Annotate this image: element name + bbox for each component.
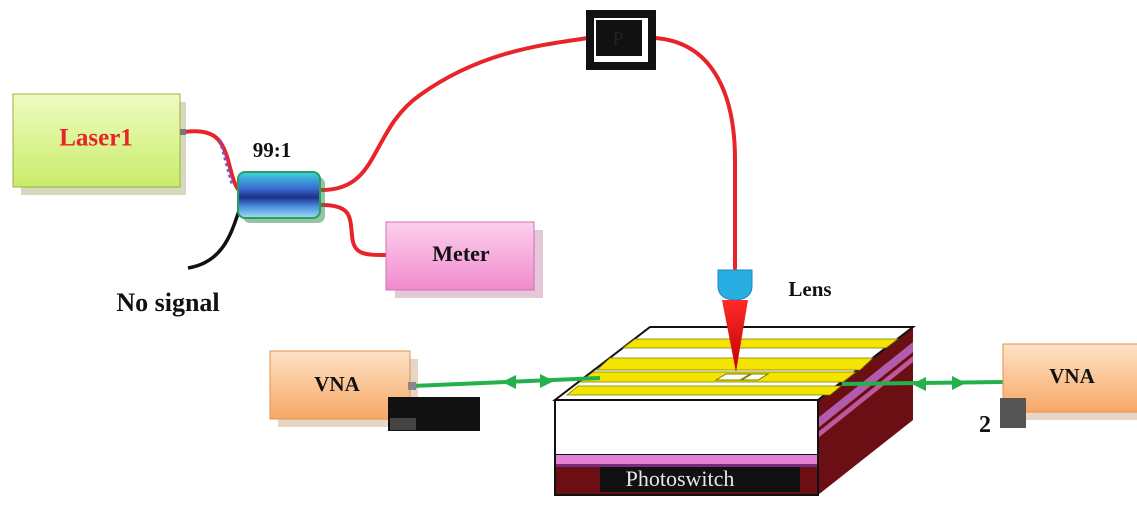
polarizer-box: P — [586, 10, 656, 70]
fiber-coupler-to-meter — [320, 203, 388, 257]
polarizer-label: P — [612, 28, 623, 50]
photoswitch-block: Photoswitch — [552, 326, 916, 496]
port2-marker-block — [1000, 398, 1026, 428]
vna-left-label: VNA — [314, 372, 360, 396]
laser-box: Laser1 — [12, 93, 186, 195]
photoswitch-label: Photoswitch — [626, 466, 735, 491]
meter-label: Meter — [432, 241, 490, 266]
port2-label: 2 — [979, 412, 991, 438]
vna-right-box: VNA — [1002, 343, 1137, 420]
laser-label: Laser1 — [59, 125, 133, 152]
no-signal-label: No signal — [116, 288, 219, 317]
port1-marker-block — [390, 418, 416, 430]
lens-label: Lens — [788, 277, 831, 301]
fiber-coupler — [237, 171, 325, 223]
fiber-no-signal — [187, 207, 242, 270]
lens — [717, 269, 753, 301]
fiber-coupler-to-polarizer — [320, 36, 590, 192]
fiber-laser-to-coupler — [182, 129, 242, 194]
vna-right-label: VNA — [1049, 364, 1095, 388]
port1-label: 1 — [421, 406, 435, 437]
patch-cable-stripe — [218, 139, 234, 185]
rf-arrows — [502, 374, 966, 391]
split-ratio-label: 99:1 — [253, 138, 292, 162]
fiber-polarizer-to-lens — [653, 36, 737, 270]
fiber-lines — [182, 36, 737, 270]
vna-left-box: VNA — [269, 350, 418, 427]
meter-box: Meter — [385, 221, 543, 298]
laser-beam — [722, 300, 748, 372]
